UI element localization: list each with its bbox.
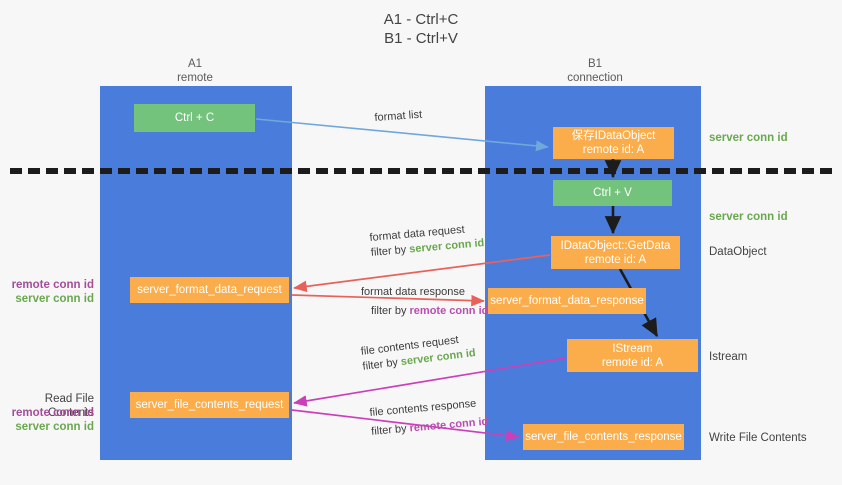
left-label-conn-ids-bottom: remote conn id server conn id: [0, 406, 94, 434]
phase-separator-dashed-line: [10, 168, 832, 174]
arrow-label-file-contents-request: file contents request filter by server c…: [360, 331, 477, 375]
diagram-title: A1 - Ctrl+C B1 - Ctrl+V: [0, 10, 842, 48]
arrow-label-format-data-response-line1: format data response: [361, 286, 465, 298]
node-server-file-contents-response[interactable]: server_file_contents_response: [523, 424, 684, 450]
column-b1-name: B1: [587, 58, 603, 70]
node-getdata-line1: IDataObject::GetData: [560, 239, 671, 252]
arrow-label-format-data-response: format data response filter by remote co…: [361, 285, 488, 319]
filter-by-prefix: filter by: [361, 356, 402, 373]
left-label-server-conn-id-2: server conn id: [15, 421, 94, 433]
node-idataobject-line1: 保存IDataObject: [571, 130, 656, 142]
arrow-label-format-list-text: format list: [374, 108, 423, 124]
right-label-server-conn-id-top: server conn id: [709, 132, 788, 144]
column-header-a1: A1 remote: [120, 57, 270, 85]
node-ctrl-c-label: Ctrl + C: [174, 112, 215, 124]
left-label-server-conn-id-1: server conn id: [15, 293, 94, 305]
node-server-format-data-request-label: server_format_data_request: [137, 284, 282, 296]
right-label-write-file-contents: Write File Contents: [709, 432, 807, 444]
arrow-label-file-contents-response: file contents response filter by remote …: [369, 396, 489, 440]
left-label-remote-conn-id-1: remote conn id: [11, 279, 94, 291]
filter-by-value: remote conn id: [409, 305, 489, 317]
arrow-label-format-data-response-line2: filter by remote conn id: [361, 300, 488, 319]
column-a1-subtitle: remote: [177, 72, 213, 84]
filter-by-prefix: filter by: [370, 422, 411, 438]
title-line-2: B1 - Ctrl+V: [384, 30, 458, 47]
node-server-file-contents-request-label: server_file_contents_request: [135, 399, 284, 411]
arrow-label-format-list: format list: [374, 108, 423, 126]
right-label-server-conn-id-mid: server conn id: [709, 211, 788, 223]
left-label-read-file-contents: Read File Contents: [44, 393, 94, 419]
filter-by-prefix: filter by: [371, 305, 410, 317]
filter-by-value: remote conn id: [409, 415, 489, 435]
right-label-data-object: DataObject: [709, 246, 767, 258]
node-idataobject-getdata[interactable]: IDataObject::GetData remote id: A: [551, 236, 680, 269]
node-ctrl-v[interactable]: Ctrl + V: [553, 180, 672, 206]
node-istream[interactable]: IStream remote id: A: [567, 339, 698, 372]
node-istream-line1: IStream: [612, 342, 653, 355]
node-server-format-data-request[interactable]: server_format_data_request: [130, 277, 289, 303]
node-getdata-line2: remote id: A: [584, 253, 647, 266]
filter-by-prefix: filter by: [370, 243, 410, 259]
node-idataobject[interactable]: 保存IDataObject remote id: A: [553, 127, 674, 159]
node-server-file-contents-response-label: server_file_contents_response: [525, 431, 682, 443]
node-server-format-data-response-label: server_format_data_response: [490, 295, 644, 307]
arrow-label-format-data-request: format data request filter by server con…: [369, 221, 485, 261]
node-ctrl-c[interactable]: Ctrl + C: [134, 104, 255, 132]
right-label-istream: Istream: [709, 351, 748, 363]
node-ctrl-v-label: Ctrl + V: [593, 187, 632, 199]
node-istream-line2: remote id: A: [601, 356, 664, 369]
node-server-format-data-response[interactable]: server_format_data_response: [488, 288, 646, 314]
node-idataobject-line2: remote id: A: [582, 144, 645, 156]
column-header-b1: B1 connection: [520, 57, 670, 85]
left-label-remote-conn-id-2: remote conn id: [11, 407, 94, 419]
node-server-file-contents-request[interactable]: server_file_contents_request: [130, 392, 289, 418]
column-a1-name: A1: [187, 58, 203, 70]
left-label-conn-ids-top: remote conn id server conn id: [0, 278, 94, 306]
title-line-1: A1 - Ctrl+C: [383, 11, 459, 28]
column-b1-subtitle: connection: [567, 72, 623, 84]
